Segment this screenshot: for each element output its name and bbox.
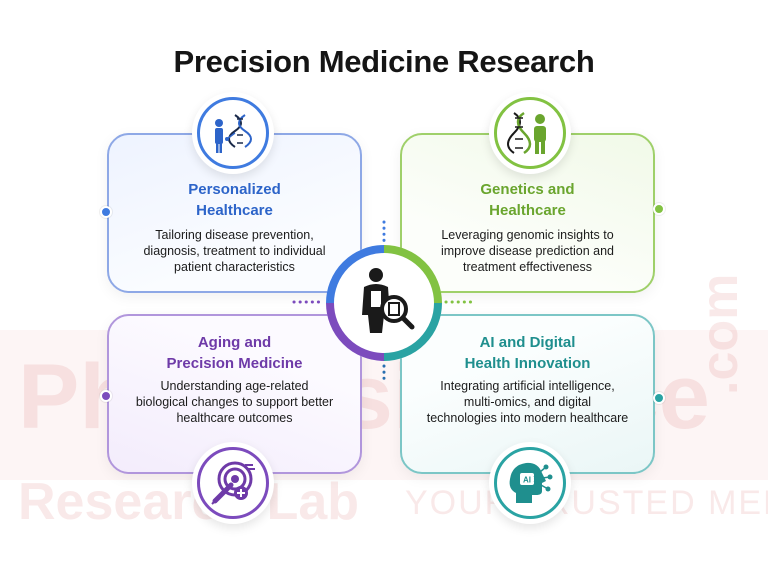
card-heading: Personalized Healthcare (109, 179, 360, 221)
card-body-line2: diagnosis, treatment to individual (143, 244, 326, 258)
card-body: Integrating artificial intelligence, mul… (402, 378, 653, 426)
badge-personalized (192, 92, 274, 174)
svg-text:AI: AI (523, 476, 531, 485)
center-hub (326, 245, 442, 361)
card-body: Understanding age-related biological cha… (109, 378, 360, 426)
card-body-line3: technologies into modern healthcare (426, 411, 629, 425)
card-body-line1: Integrating artificial intelligence, (440, 379, 615, 393)
card-body: Leveraging genomic insights to improve d… (402, 227, 653, 275)
card-heading-line2: Healthcare (489, 202, 566, 219)
card-body-line3: patient characteristics (174, 260, 295, 274)
badge-ai: AI (489, 442, 571, 524)
badge-aging (192, 442, 274, 524)
people-dna-icon (215, 114, 252, 153)
page-title: Precision Medicine Research (173, 44, 595, 79)
card-body-line3: healthcare outcomes (176, 411, 293, 425)
ai-head-icon: AI (509, 462, 553, 503)
target-syringe-icon (211, 461, 255, 505)
card-heading-line1: Aging and (197, 334, 272, 351)
card-dot-tr (653, 203, 665, 215)
card-dot-bl (100, 390, 112, 402)
card-heading-line2: Healthcare (196, 202, 273, 219)
card-body-line1: Tailoring disease prevention, (155, 228, 314, 242)
card-heading: AI and Digital Health Innovation (402, 332, 653, 374)
card-body: Tailoring disease prevention, diagnosis,… (109, 227, 360, 275)
card-heading-line2: Health Innovation (464, 355, 591, 372)
card-heading-line1: AI and Digital (479, 334, 576, 351)
card-body-line1: Leveraging genomic insights to (441, 228, 614, 242)
card-dot-br (653, 392, 665, 404)
center-arc-teal (383, 302, 442, 361)
card-heading: Genetics and Healthcare (402, 179, 653, 221)
card-body-line2: biological changes to support better (135, 395, 334, 409)
card-heading-line1: Personalized (188, 181, 281, 198)
card-heading-line1: Genetics and (480, 181, 575, 198)
card-heading-line2: Precision Medicine (166, 355, 303, 372)
center-arc-green (383, 245, 442, 304)
card-body-line2: improve disease prediction and (440, 244, 615, 258)
card-body-line1: Understanding age-related (160, 379, 309, 393)
center-arc-purple (326, 302, 385, 361)
center-arc-blue (326, 245, 385, 304)
dna-person-icon (507, 111, 546, 155)
card-dot-tl (100, 206, 112, 218)
badge-genetics (489, 92, 571, 174)
card-body-line2: multi-omics, and digital (463, 395, 592, 409)
researcher-magnifier-icon (362, 268, 415, 333)
card-body-line3: treatment effectiveness (462, 260, 592, 274)
card-heading: Aging and Precision Medicine (109, 332, 360, 374)
